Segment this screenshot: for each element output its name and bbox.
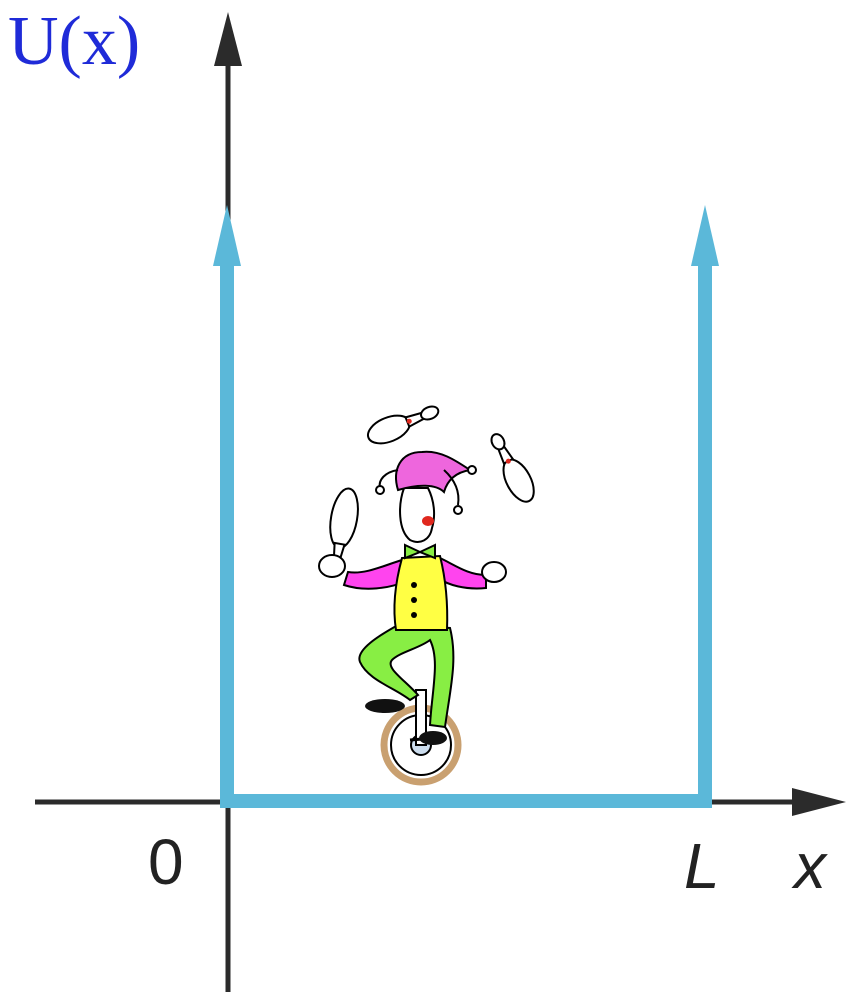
jester-sleeve-left [342,558,406,590]
jester-hand-left [318,554,346,578]
jester-illustration [318,405,535,786]
y-axis-label: U(x) [8,3,140,80]
jester-head [399,487,436,543]
well-walls-and-floor [220,258,712,808]
jester-vest [393,554,449,631]
jester-hand-right [481,561,507,583]
y-axis-arrowhead [214,12,242,66]
x-axis-label: x [791,830,828,902]
x-axis-arrowhead [792,788,846,816]
right-wall-arrowhead [691,205,719,266]
left-wall-arrowhead [213,205,241,266]
bowling-pin-right [490,433,535,503]
well-width-label: L [684,830,720,902]
jester-bow-tie [404,543,436,560]
jester-shoe-left [365,699,405,713]
bowling-pin-top [366,405,440,445]
potential-well [213,205,719,808]
bowling-pin-left-hand [329,487,359,562]
jester-hat [395,450,473,494]
jester-legs [358,623,455,729]
origin-label: 0 [148,826,184,898]
jester-shoe-right [419,731,447,745]
